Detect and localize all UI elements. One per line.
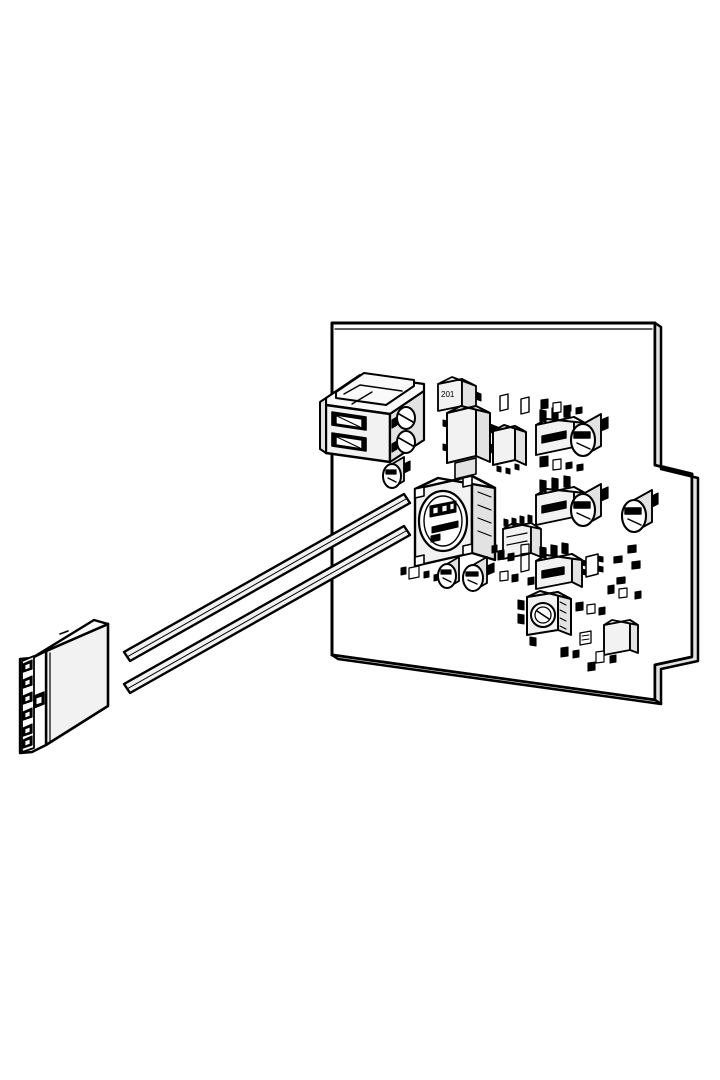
terminal-block <box>319 372 426 464</box>
terminal-screw-lower <box>396 430 416 454</box>
capacitor-right <box>620 489 659 534</box>
capacitor-c2 <box>462 556 495 592</box>
smd-group-left <box>400 565 439 582</box>
cable-upper <box>122 492 412 663</box>
relay-assembly-3 <box>520 542 604 590</box>
relay-assembly-1 <box>535 405 609 458</box>
cables <box>122 492 412 695</box>
box-component-small <box>492 424 527 475</box>
connector-module <box>18 618 110 755</box>
cable-lower <box>122 524 412 695</box>
terminal-screw-upper <box>396 406 416 430</box>
capacitor-left <box>382 456 411 489</box>
relay-assembly-2 <box>535 475 609 528</box>
chip-201: 201 <box>437 376 482 413</box>
chip-marking-text: 201 <box>441 390 455 399</box>
trimmer-potentiometer <box>517 590 572 647</box>
capacitor-pair-center <box>437 556 495 592</box>
smd-components <box>491 393 642 672</box>
square-ic <box>603 619 639 656</box>
transformer <box>413 474 497 568</box>
